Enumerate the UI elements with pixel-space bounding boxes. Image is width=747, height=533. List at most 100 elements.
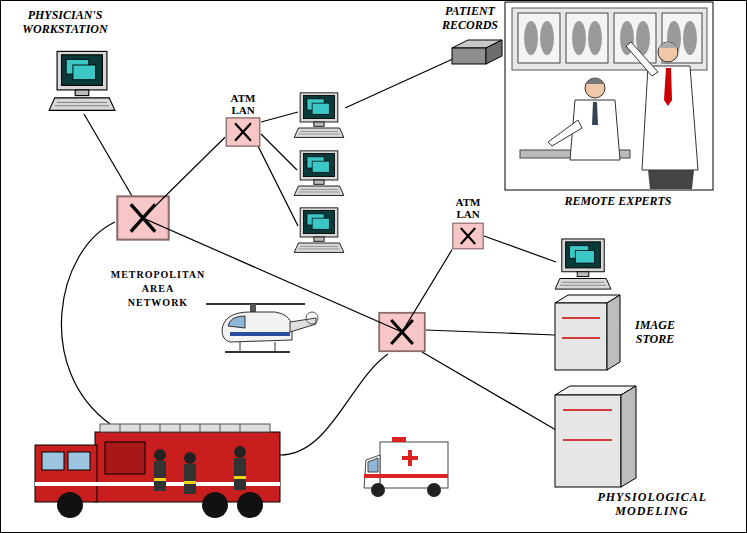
modeling-server <box>555 395 621 487</box>
remote-experts-picture <box>585 78 605 84</box>
helicopter <box>222 312 292 342</box>
fire-truck <box>234 458 246 490</box>
network-label: METROPOLITAN AREA NETWORK <box>110 268 207 310</box>
helicopter <box>275 342 276 352</box>
modeling-server <box>563 439 612 441</box>
fire-truck <box>100 424 270 432</box>
helicopter <box>250 304 256 312</box>
ambulance <box>368 458 378 472</box>
remote-experts-picture <box>664 68 672 106</box>
fire-truck <box>237 492 263 518</box>
workstation-icon <box>49 51 115 110</box>
ambulance <box>392 437 406 442</box>
device-label: PHYSICIAN'S WORKSTATION <box>21 8 108 36</box>
atm-lan-switch: ATM LAN <box>225 92 261 147</box>
network-wires <box>261 134 297 170</box>
network-wires <box>258 146 298 226</box>
remote-experts-picture <box>518 13 560 63</box>
remote-experts-picture <box>505 2 713 190</box>
switch-symbol <box>226 118 260 146</box>
modeling-server <box>563 409 612 411</box>
remote-experts-picture <box>592 102 598 125</box>
fire-truck <box>234 476 246 479</box>
records-server <box>452 48 486 64</box>
switch-heading: ATM LAN <box>456 196 481 220</box>
fire-truck <box>154 461 166 491</box>
remote-experts-picture <box>512 8 707 70</box>
workstation-icon <box>294 93 344 138</box>
image-store-server <box>562 317 600 319</box>
modeling-server <box>621 386 636 487</box>
fire-truck <box>184 452 196 464</box>
atm-lan-switch: ATM LAN <box>452 196 484 251</box>
fire-truck <box>154 449 166 461</box>
helicopter <box>228 316 245 328</box>
fire-truck <box>184 464 196 494</box>
device-label: IMAGE STORE <box>634 318 676 346</box>
remote-experts-picture <box>683 21 697 55</box>
helicopter <box>225 351 290 353</box>
ambulance <box>364 437 448 497</box>
remote-experts-picture <box>566 13 608 63</box>
network-wires <box>426 330 555 335</box>
device-label: PATIENT RECORDS <box>441 4 499 32</box>
switch-symbol <box>225 117 261 147</box>
ambulance <box>402 456 418 460</box>
network-wires <box>484 236 556 262</box>
remote-experts-picture <box>524 21 538 55</box>
helicopter <box>230 332 290 336</box>
device-label: PHYSIOLOGICAL MODELING <box>596 490 707 518</box>
workstation-icon <box>294 208 344 253</box>
fire-truck <box>120 424 240 432</box>
ambulance <box>371 483 385 497</box>
remote-experts-picture <box>540 21 554 55</box>
image-store-server <box>555 303 607 370</box>
remote-experts-picture <box>658 42 678 62</box>
remote-experts-picture <box>648 170 694 189</box>
remote-experts-picture <box>572 21 586 55</box>
remote-experts-picture <box>626 42 658 76</box>
records-server <box>452 40 502 64</box>
fire-truck <box>234 446 246 458</box>
remote-experts-picture <box>505 2 713 190</box>
records-server <box>486 40 502 64</box>
fire-truck <box>184 481 196 484</box>
helicopter <box>306 312 318 324</box>
image-store-server <box>555 295 620 370</box>
workstation-icon <box>555 239 611 289</box>
modeling-server <box>555 386 636 487</box>
fire-truck <box>35 424 280 518</box>
switch-symbol <box>453 223 483 249</box>
fire-truck <box>68 452 90 470</box>
switch-symbol <box>452 221 484 251</box>
network-wires <box>61 58 556 455</box>
network-wires <box>84 114 132 196</box>
remote-experts-picture <box>588 21 602 55</box>
network-wires <box>261 112 298 122</box>
fire-truck <box>154 478 166 481</box>
ambulance <box>427 483 441 497</box>
helicopter <box>240 342 241 352</box>
network-wires <box>345 58 455 108</box>
remote-experts-picture <box>642 66 698 170</box>
switch-heading: ATM LAN <box>231 92 256 116</box>
image-store-server <box>607 295 620 370</box>
workstation-icon <box>294 151 344 196</box>
fire-truck <box>57 492 83 518</box>
ambulance <box>380 442 448 488</box>
fire-truck <box>42 452 64 470</box>
network-wires <box>61 222 115 424</box>
remote-experts-picture <box>585 78 605 98</box>
helicopter <box>205 304 318 352</box>
remote-experts-picture <box>548 120 582 146</box>
fire-truck <box>95 432 280 502</box>
ambulance <box>364 474 448 478</box>
remote-experts-picture <box>658 42 678 48</box>
fire-truck <box>105 442 145 474</box>
picture-caption: REMOTE EXPERTS <box>563 194 672 208</box>
network-wires <box>280 354 388 455</box>
image-store-server <box>562 337 600 339</box>
